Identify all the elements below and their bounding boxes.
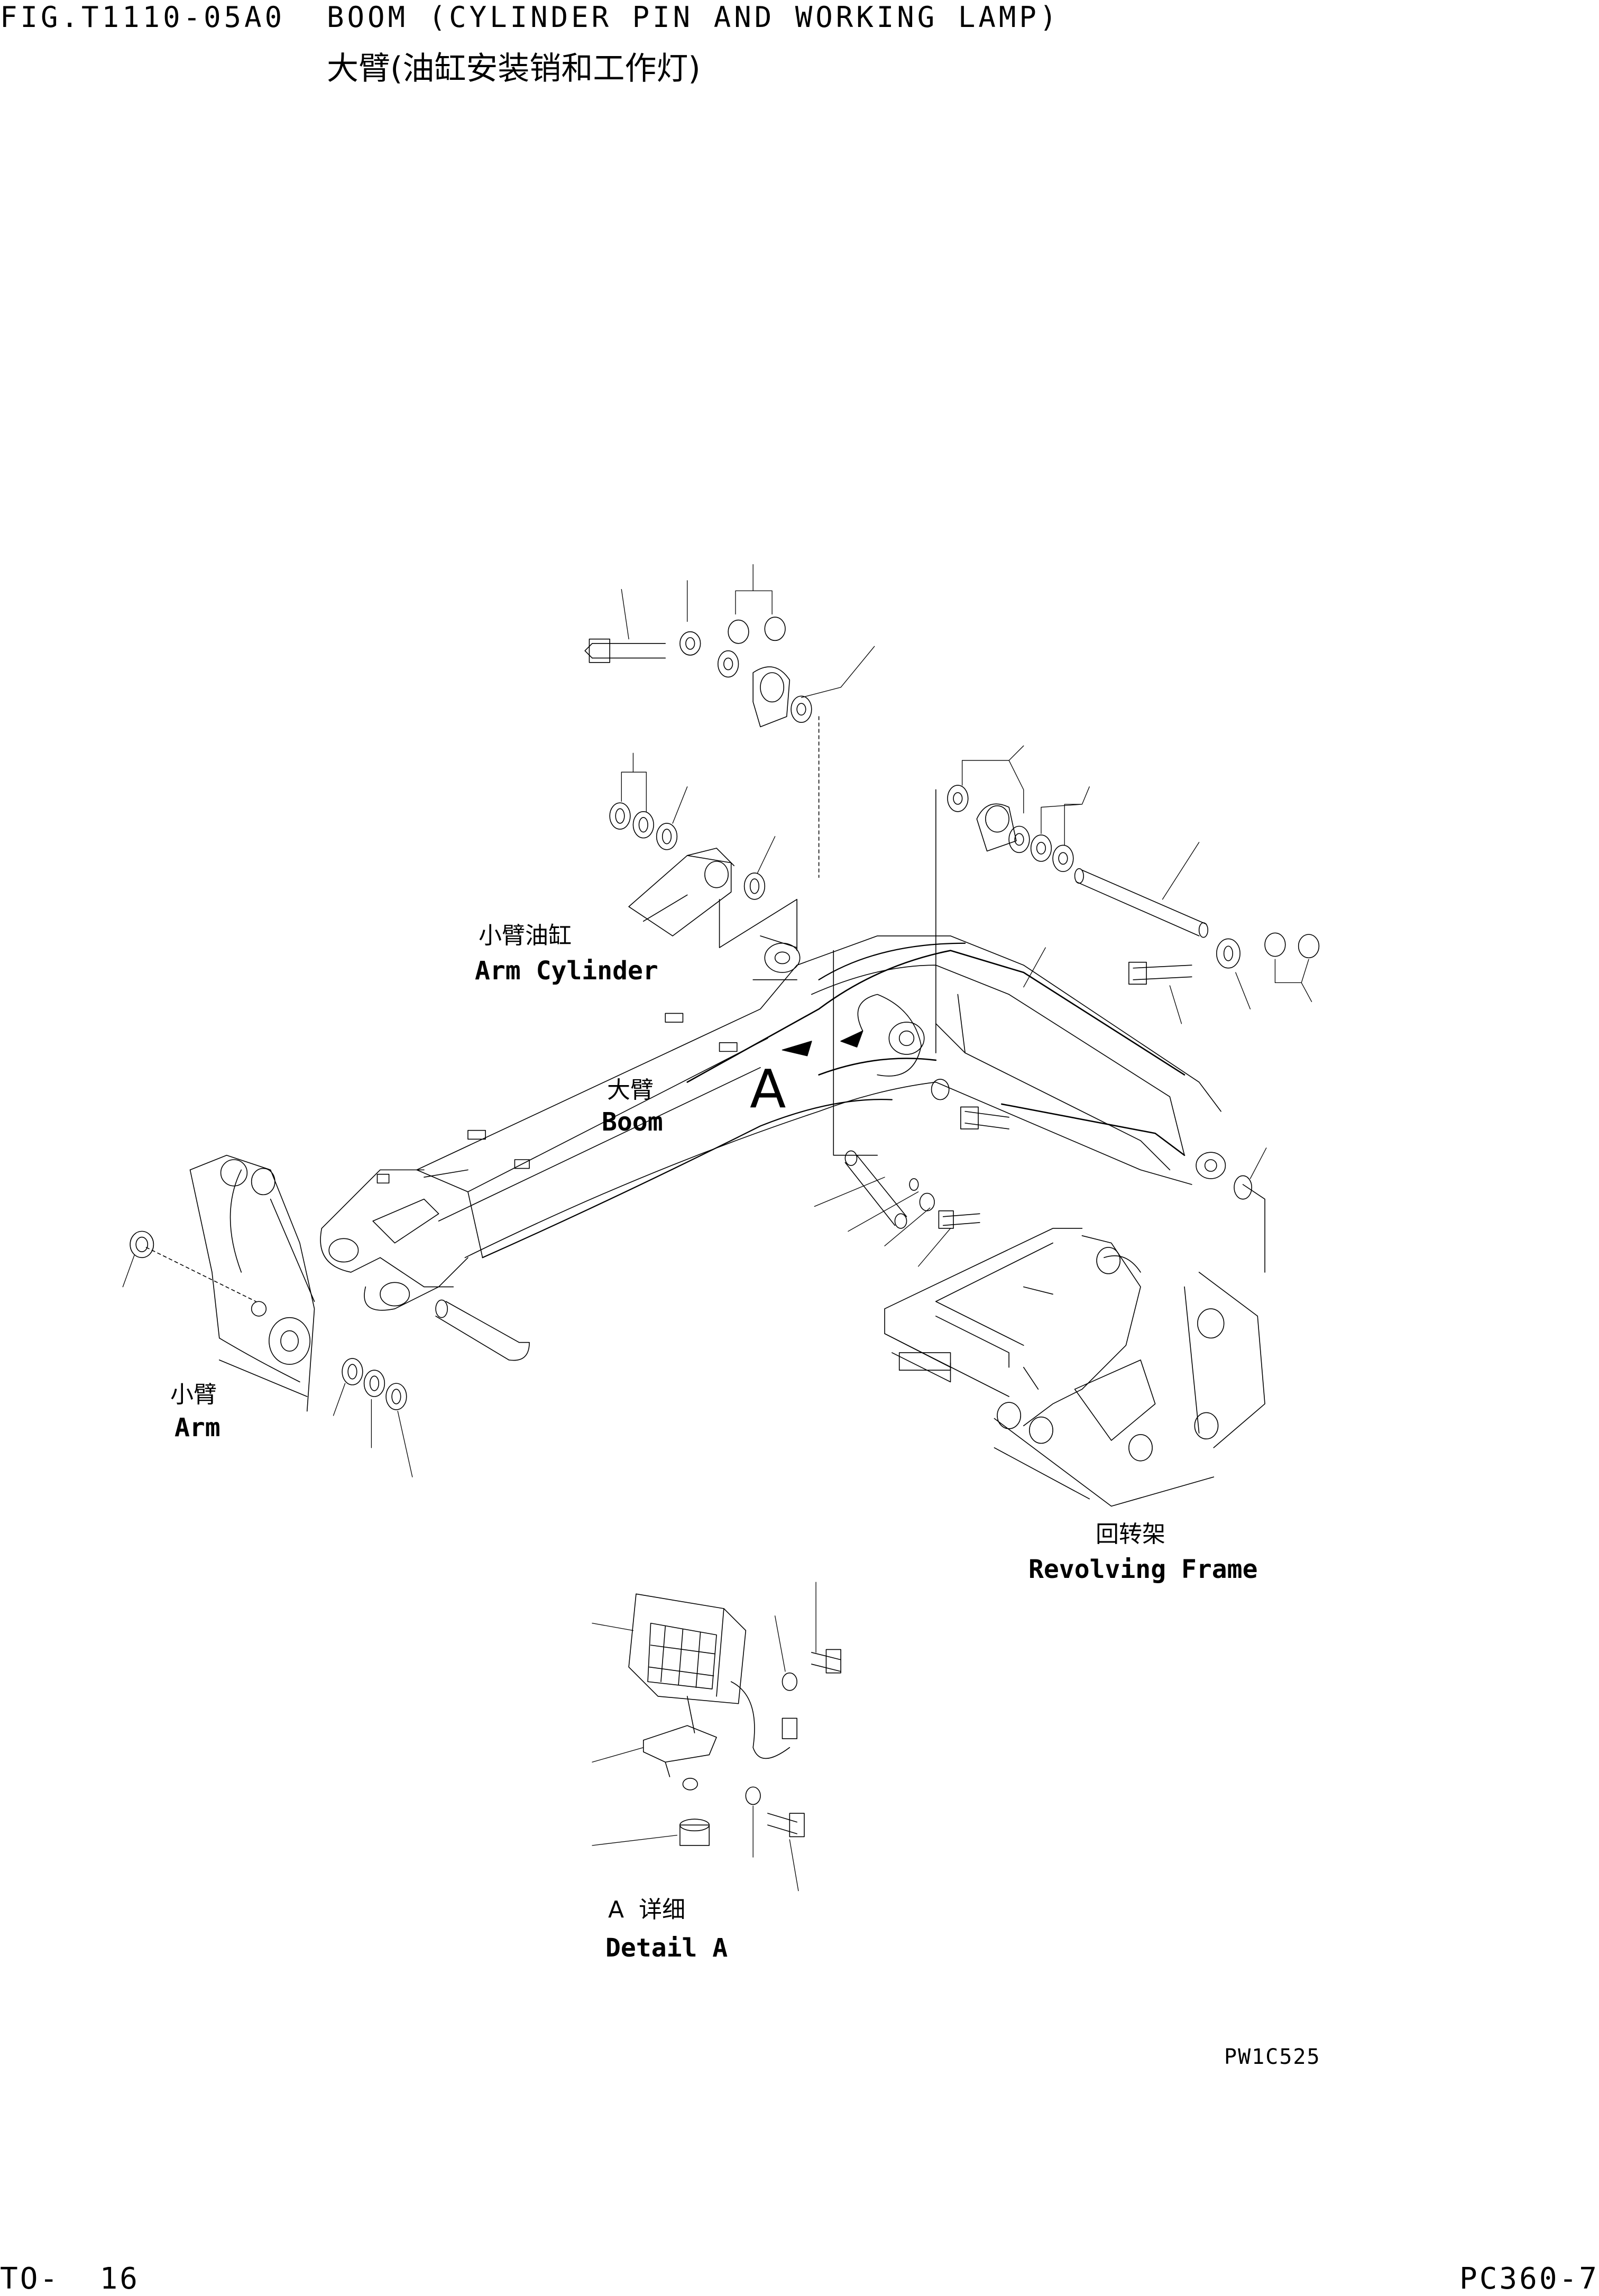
revolving-frame-part: [885, 1184, 1265, 1506]
figure-number: FIG.T1110-05A0: [0, 1, 286, 34]
figure-title-en: BOOM (CYLINDER PIN AND WORKING LAMP): [327, 1, 1060, 34]
page-number: TO- 16: [0, 2262, 140, 2296]
boom-body: [320, 936, 1225, 1310]
model-number: PC360-7: [1459, 2262, 1599, 2296]
boom-foot-pin-parts: [833, 951, 1252, 1228]
boom-cylinder-top-parts: [585, 617, 812, 727]
view-arrow-a: [782, 1031, 862, 1056]
arm-washers: [130, 1232, 407, 1410]
working-lamp-detail: [629, 1594, 841, 1845]
figure-title-cn: 大臂(油缸安装销和工作灯): [327, 50, 701, 87]
arm-pin: [436, 1300, 529, 1360]
arm-part: [190, 1155, 315, 1411]
view-arrow-label: A: [750, 1058, 786, 1120]
alignment-lines: [146, 717, 819, 1301]
detail-a-label-en: Detail A: [605, 1933, 728, 1963]
revolving-frame-label-cn: 回转架: [1096, 1521, 1165, 1548]
leader-lines: [123, 564, 1311, 1890]
detail-a-label-cn: A 详细: [608, 1896, 686, 1923]
boom-cylinder-right-parts: [936, 785, 1319, 1053]
arm-cylinder-parts: [610, 803, 797, 950]
revolving-frame-label-en: Revolving Frame: [1028, 1555, 1258, 1584]
drawing-code: PW1C525: [1224, 2045, 1321, 2069]
boom-label-cn: 大臂: [607, 1077, 654, 1104]
arm-label-cn: 小臂: [170, 1381, 217, 1408]
boom-label-en: Boom: [602, 1107, 663, 1137]
arm-cylinder-label-en: Arm Cylinder: [475, 956, 658, 986]
arm-cylinder-label-cn: 小臂油缸: [479, 922, 572, 949]
arm-label-en: Arm: [174, 1413, 220, 1443]
